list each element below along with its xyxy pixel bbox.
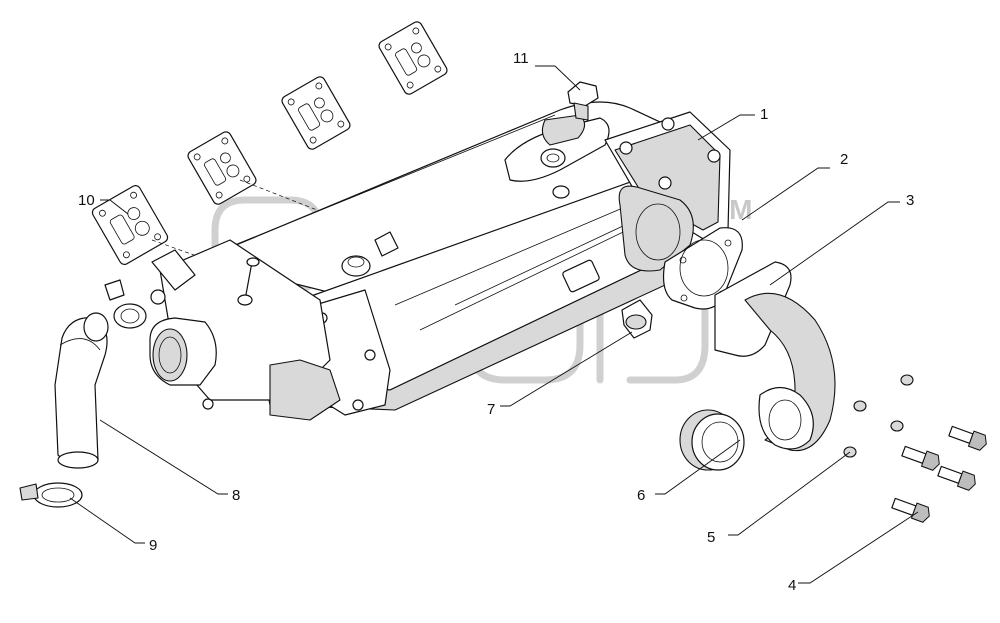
flange-gasket (662, 227, 743, 310)
hose-clamp (19, 482, 83, 508)
callout-1: 1 (760, 106, 768, 123)
callout-labels: 1 2 3 4 5 6 7 8 9 10 11 (78, 50, 914, 594)
leader-lines (69, 65, 919, 584)
coolant-hose (54, 312, 109, 469)
gasket-2 (187, 131, 257, 205)
callout-9: 9 (149, 537, 157, 554)
washers (843, 374, 914, 458)
gasket-1 (91, 185, 169, 265)
gasket-3 (281, 76, 351, 150)
elbow-pipe (714, 261, 836, 452)
callout-3: 3 (906, 192, 914, 209)
callout-11: 11 (513, 50, 529, 67)
drain-fitting (562, 259, 653, 339)
callout-6: 6 (637, 487, 645, 504)
seal-ring (679, 409, 745, 471)
gasket-set (91, 21, 448, 301)
callout-10: 10 (78, 192, 95, 209)
bolts (891, 425, 987, 523)
plug-bolt (567, 81, 599, 121)
callout-4: 4 (788, 577, 796, 594)
gasket-4 (378, 21, 448, 95)
callout-2: 2 (840, 151, 848, 168)
callout-7: 7 (487, 401, 495, 418)
callout-8: 8 (232, 487, 240, 504)
egr-cooler-body (104, 101, 731, 421)
callout-5: 5 (707, 529, 715, 546)
